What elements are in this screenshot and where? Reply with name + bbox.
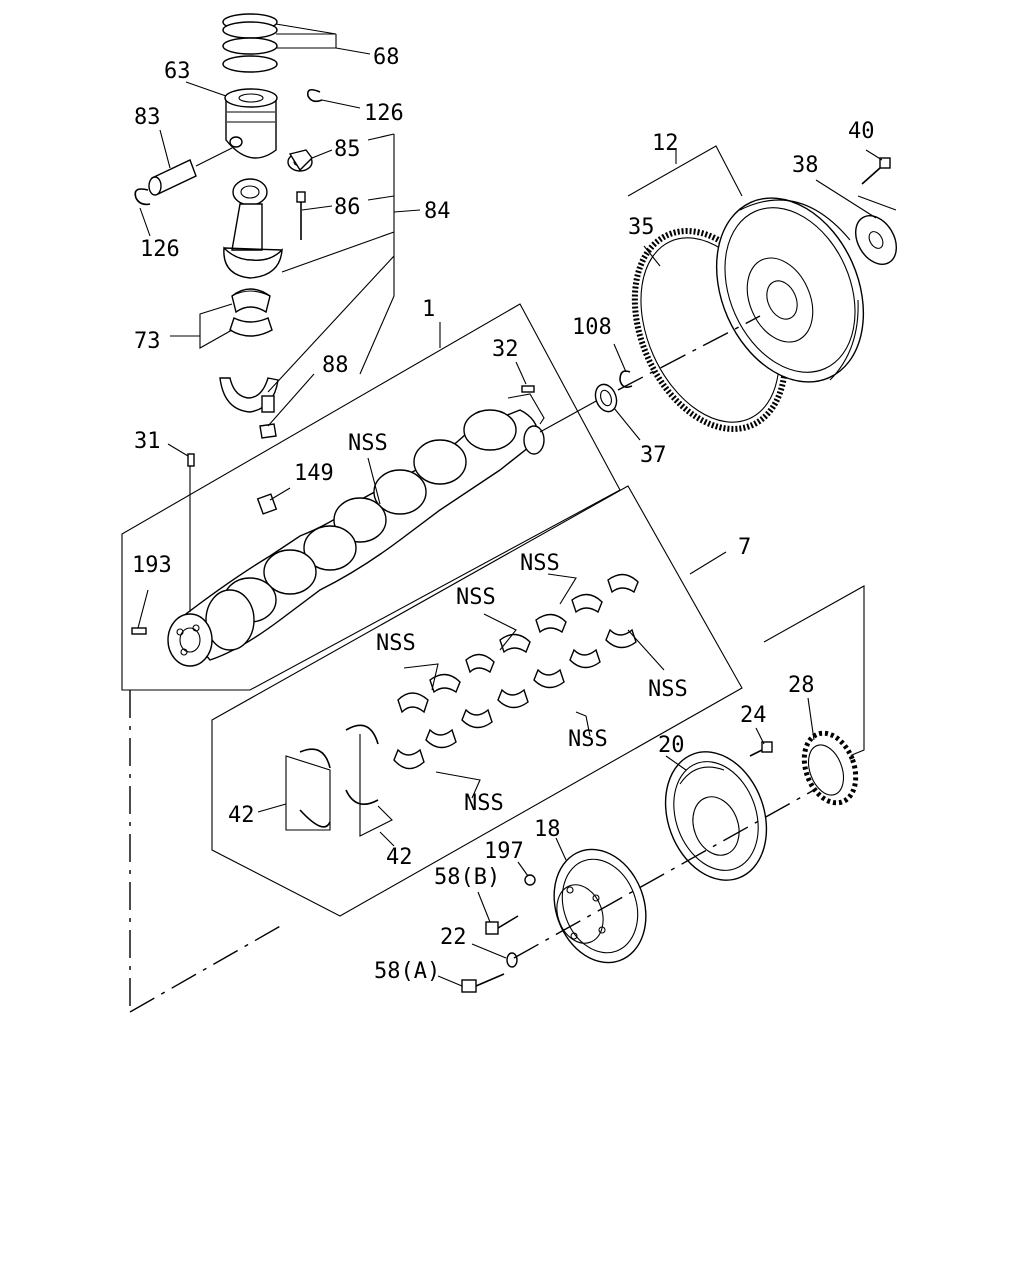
leader-lines-piston xyxy=(139,23,421,427)
flywheel xyxy=(715,197,865,383)
callout-126-upper: 126 xyxy=(364,101,404,126)
callout-42-right: 42 xyxy=(386,845,413,870)
leader-lines-crank xyxy=(137,361,599,629)
callout-58a: 58(A) xyxy=(374,959,440,984)
callout-31: 31 xyxy=(134,429,161,454)
callout-108: 108 xyxy=(572,315,612,340)
main-bearings xyxy=(393,573,639,770)
snap-ring-lower xyxy=(134,188,151,206)
crank-pin-193 xyxy=(131,627,147,635)
conrod-nut xyxy=(259,423,277,439)
bearings-bracket xyxy=(211,485,743,917)
callout-nss-lower: NSS xyxy=(568,727,608,752)
piston xyxy=(224,88,278,159)
callout-85: 85 xyxy=(334,137,361,162)
callout-nss-mid: NSS xyxy=(456,585,496,610)
callout-20: 20 xyxy=(658,733,685,758)
flywheel-washer-plate xyxy=(855,215,897,265)
small-end-bushing xyxy=(287,149,313,172)
conrod-cap xyxy=(219,377,279,413)
connecting-rod xyxy=(223,178,283,279)
gear-key xyxy=(749,741,773,757)
snap-ring-upper xyxy=(306,88,323,103)
conrod-bolt xyxy=(296,191,306,240)
oil-seal-37 xyxy=(594,383,618,413)
piston-pin xyxy=(148,147,233,196)
callout-42-left: 42 xyxy=(228,803,255,828)
callout-84: 84 xyxy=(424,199,451,224)
callout-nss-top: NSS xyxy=(520,551,560,576)
callout-73: 73 xyxy=(134,329,161,354)
crank-pin-31 xyxy=(187,453,195,612)
callout-40: 40 xyxy=(848,119,875,144)
crankshaft xyxy=(167,409,545,667)
callout-1: 1 xyxy=(422,297,435,322)
callout-12: 12 xyxy=(652,131,679,156)
callout-149: 149 xyxy=(294,461,334,486)
conrod-bearing-upper xyxy=(231,288,271,314)
callout-7: 7 xyxy=(738,535,751,560)
damper xyxy=(664,751,768,881)
callout-83: 83 xyxy=(134,105,161,130)
callout-37: 37 xyxy=(640,443,667,468)
callout-63: 63 xyxy=(164,59,191,84)
callout-193: 193 xyxy=(132,553,172,578)
callout-labels: 68 63 126 83 85 126 86 84 73 88 1 32 31 … xyxy=(132,45,875,984)
leader-lines-front xyxy=(129,690,815,1013)
pilot-bearing xyxy=(256,493,278,515)
callout-86: 86 xyxy=(334,195,361,220)
leader-lines-flywheel xyxy=(613,149,897,441)
pulley xyxy=(553,848,647,964)
callout-88: 88 xyxy=(322,353,349,378)
flywheel-bolt xyxy=(861,157,891,185)
callout-nss-bottom: NSS xyxy=(464,791,504,816)
callout-nss-left: NSS xyxy=(376,631,416,656)
callout-32: 32 xyxy=(492,337,519,362)
flywheel-bracket xyxy=(627,145,743,197)
callout-38: 38 xyxy=(792,153,819,178)
callout-18: 18 xyxy=(534,817,561,842)
callout-126-lower: 126 xyxy=(140,237,180,262)
crankshaft-bracket xyxy=(121,303,621,691)
conrod-bearing-lower xyxy=(229,317,273,337)
callout-28: 28 xyxy=(788,673,815,698)
callout-24: 24 xyxy=(740,703,767,728)
callout-35: 35 xyxy=(628,215,655,240)
callout-58b: 58(B) xyxy=(434,865,500,890)
front-small-parts xyxy=(461,874,536,993)
thrust-washers xyxy=(299,724,379,828)
callout-nss-right: NSS xyxy=(648,677,688,702)
callout-22: 22 xyxy=(440,925,467,950)
crank-pin-32 xyxy=(507,385,545,425)
callout-nss-crank: NSS xyxy=(348,431,388,456)
callout-197: 197 xyxy=(484,839,524,864)
callout-68: 68 xyxy=(373,45,400,70)
piston-rings xyxy=(222,13,278,73)
leader-lines-bearings xyxy=(257,573,665,847)
snap-ring-108 xyxy=(619,370,633,388)
crank-gear xyxy=(801,730,859,806)
